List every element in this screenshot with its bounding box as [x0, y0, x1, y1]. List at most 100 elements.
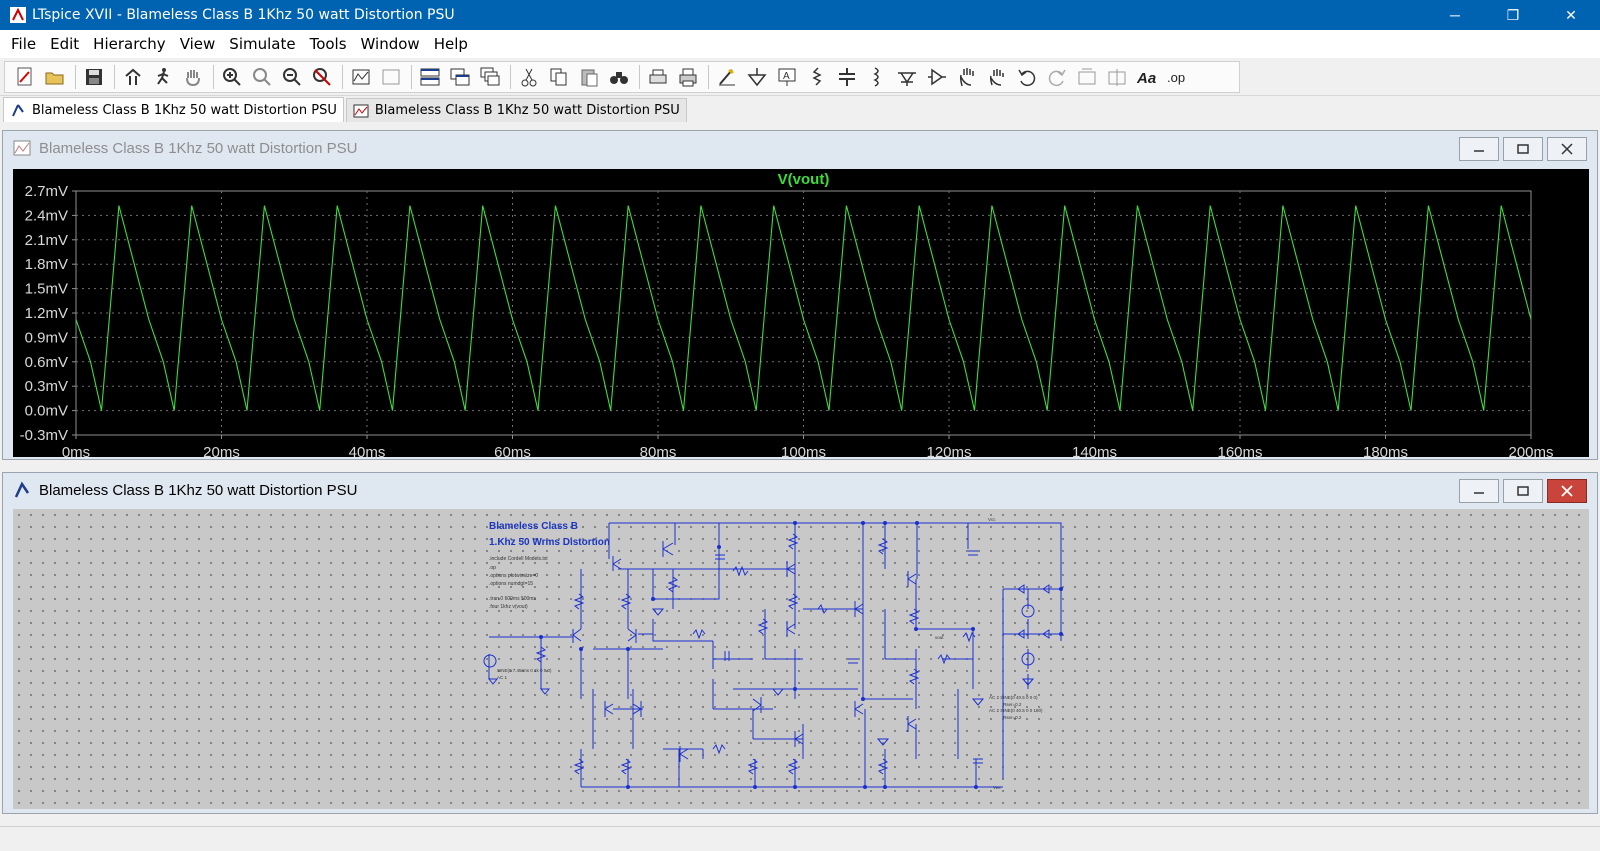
resistor-icon[interactable] [803, 63, 831, 91]
zoom-out-icon[interactable] [278, 63, 306, 91]
text-icon[interactable]: Aa [1133, 63, 1161, 91]
plot-minimize-button[interactable] [1459, 137, 1499, 161]
mirror-icon[interactable] [1103, 63, 1131, 91]
new-schematic-icon[interactable] [11, 63, 39, 91]
directive-options-plotwinsize[interactable]: .options plotwinsize=0 [489, 573, 538, 579]
save-icon[interactable] [80, 63, 108, 91]
label-net-icon[interactable]: A [773, 63, 801, 91]
y-tick-label: 2.7mV [25, 183, 68, 200]
y-tick-label: 0.6mV [25, 354, 68, 371]
zoom-area-icon[interactable] [248, 63, 276, 91]
zoom-cancel-icon[interactable] [308, 63, 336, 91]
y-tick-label: 0.0mV [25, 403, 68, 420]
x-tick-label: 40ms [349, 444, 386, 457]
schematic-title-line-2: 1.Khz 50 Wrms Distortion [489, 537, 610, 548]
mdi-workspace: Blameless Class B 1Khz 50 watt Distortio… [0, 122, 1600, 826]
minimize-button[interactable]: ─ [1450, 7, 1460, 23]
open-icon[interactable] [41, 63, 69, 91]
zoom-in-icon[interactable] [218, 63, 246, 91]
menu-file[interactable]: File [11, 35, 37, 53]
x-tick-label: 140ms [1072, 444, 1117, 457]
plot-tab-icon [353, 104, 369, 117]
copy-icon[interactable] [545, 63, 573, 91]
print-icon[interactable] [674, 63, 702, 91]
menu-window[interactable]: Window [360, 35, 420, 53]
x-tick-label: 180ms [1363, 444, 1408, 457]
directive-four[interactable]: .four 1khz v(vout) [489, 604, 528, 610]
schematic-window-title: Blameless Class B 1Khz 50 watt Distortio… [39, 481, 358, 499]
schematic-window-titlebar: Blameless Class B 1Khz 50 watt Distortio… [3, 473, 1597, 507]
directive-include[interactable]: .include Cordell Models.txt [489, 556, 548, 562]
directive-options-numdgt[interactable]: .options numdgt=15 [489, 581, 533, 587]
menu-tools[interactable]: Tools [309, 35, 347, 53]
close-button[interactable]: ✕ [1565, 6, 1577, 23]
directive-op[interactable]: .op [489, 565, 496, 571]
undo-icon[interactable] [1013, 63, 1041, 91]
move-icon[interactable] [953, 63, 981, 91]
schematic-canvas[interactable]: Blameless Class B 1.Khz 50 Wrms Distorti… [13, 509, 1589, 809]
net-label-vcc[interactable]: Vcc [988, 517, 996, 522]
plot-close-button[interactable] [1547, 137, 1587, 161]
tab-plot[interactable]: Blameless Class B 1Khz 50 watt Distortio… [345, 98, 687, 122]
input-source-value[interactable]: SINE(0 7.45rms 0 1k 0 0 0) [497, 668, 552, 673]
x-tick-label: 120ms [926, 444, 971, 457]
psu-source-2[interactable]: AC 2 SINE(0 40.5 0 0 180) [989, 708, 1043, 713]
waveform-window-title: Blameless Class B 1Khz 50 watt Distortio… [39, 139, 358, 157]
find-icon[interactable] [605, 63, 633, 91]
tile-horizontal-icon[interactable] [416, 63, 444, 91]
schematic-tab-icon [12, 104, 24, 117]
schematic-title-line-1: Blameless Class B [489, 521, 578, 532]
x-tick-label: 60ms [494, 444, 531, 457]
redo-icon[interactable] [1043, 63, 1071, 91]
tile-vertical-icon[interactable] [446, 63, 474, 91]
capacitor-icon[interactable] [833, 63, 861, 91]
x-tick-label: 200ms [1508, 444, 1553, 457]
svg-text:Aa: Aa [1136, 70, 1156, 87]
cascade-icon[interactable] [476, 63, 504, 91]
spice-directive-icon[interactable]: .op [1163, 63, 1191, 91]
psu-source-1-rser[interactable]: Rser=0.2 [1003, 702, 1022, 707]
tab-schematic[interactable]: Blameless Class B 1Khz 50 watt Distortio… [3, 97, 344, 122]
inductor-icon[interactable] [863, 63, 891, 91]
menu-bar: File Edit Hierarchy View Simulate Tools … [0, 30, 1600, 58]
maximize-button[interactable]: ❐ [1506, 6, 1520, 23]
schematic-minimize-button[interactable] [1459, 479, 1499, 503]
menu-hierarchy[interactable]: Hierarchy [93, 35, 166, 53]
diode-icon[interactable] [893, 63, 921, 91]
svg-text:A: A [783, 71, 790, 82]
autorange-icon[interactable] [347, 63, 375, 91]
wire-icon[interactable] [713, 63, 741, 91]
ltspice-logo-icon [10, 7, 26, 23]
y-tick-label: 1.5mV [25, 281, 68, 298]
schematic-close-button[interactable] [1547, 479, 1587, 503]
app-titlebar: LTspice XVII - Blameless Class B 1Khz 50… [0, 0, 1600, 30]
psu-source-1[interactable]: AC 2 SINE(0 40.5 0 0 0) [989, 695, 1038, 700]
menu-edit[interactable]: Edit [50, 35, 80, 53]
menu-help[interactable]: Help [433, 35, 468, 53]
halt-icon[interactable] [179, 63, 207, 91]
print-setup-icon[interactable] [644, 63, 672, 91]
menu-view[interactable]: View [179, 35, 216, 53]
y-tick-label: 2.4mV [25, 207, 68, 224]
circuit-components [483, 533, 1050, 775]
input-source-ac[interactable]: AC 1 [497, 675, 508, 680]
paste-icon[interactable] [575, 63, 603, 91]
plot-settings-icon[interactable] [377, 63, 405, 91]
cut-icon[interactable] [515, 63, 543, 91]
menu-simulate[interactable]: Simulate [229, 35, 296, 53]
run-icon[interactable] [149, 63, 177, 91]
waveform-window: Blameless Class B 1Khz 50 watt Distortio… [2, 130, 1598, 461]
control-panel-icon[interactable] [119, 63, 147, 91]
y-tick-label: 0.3mV [25, 378, 68, 395]
rotate-icon[interactable] [1073, 63, 1101, 91]
ground-icon[interactable] [743, 63, 771, 91]
directive-tran[interactable]: .tran 0 600ms 500ms [489, 596, 536, 602]
schematic-restore-button[interactable] [1503, 479, 1543, 503]
drag-icon[interactable] [983, 63, 1011, 91]
net-label-vout[interactable]: vout [935, 635, 944, 640]
plot-restore-button[interactable] [1503, 137, 1543, 161]
component-icon[interactable] [923, 63, 951, 91]
psu-source-2-rser[interactable]: Rser=0.2 [1003, 715, 1022, 720]
